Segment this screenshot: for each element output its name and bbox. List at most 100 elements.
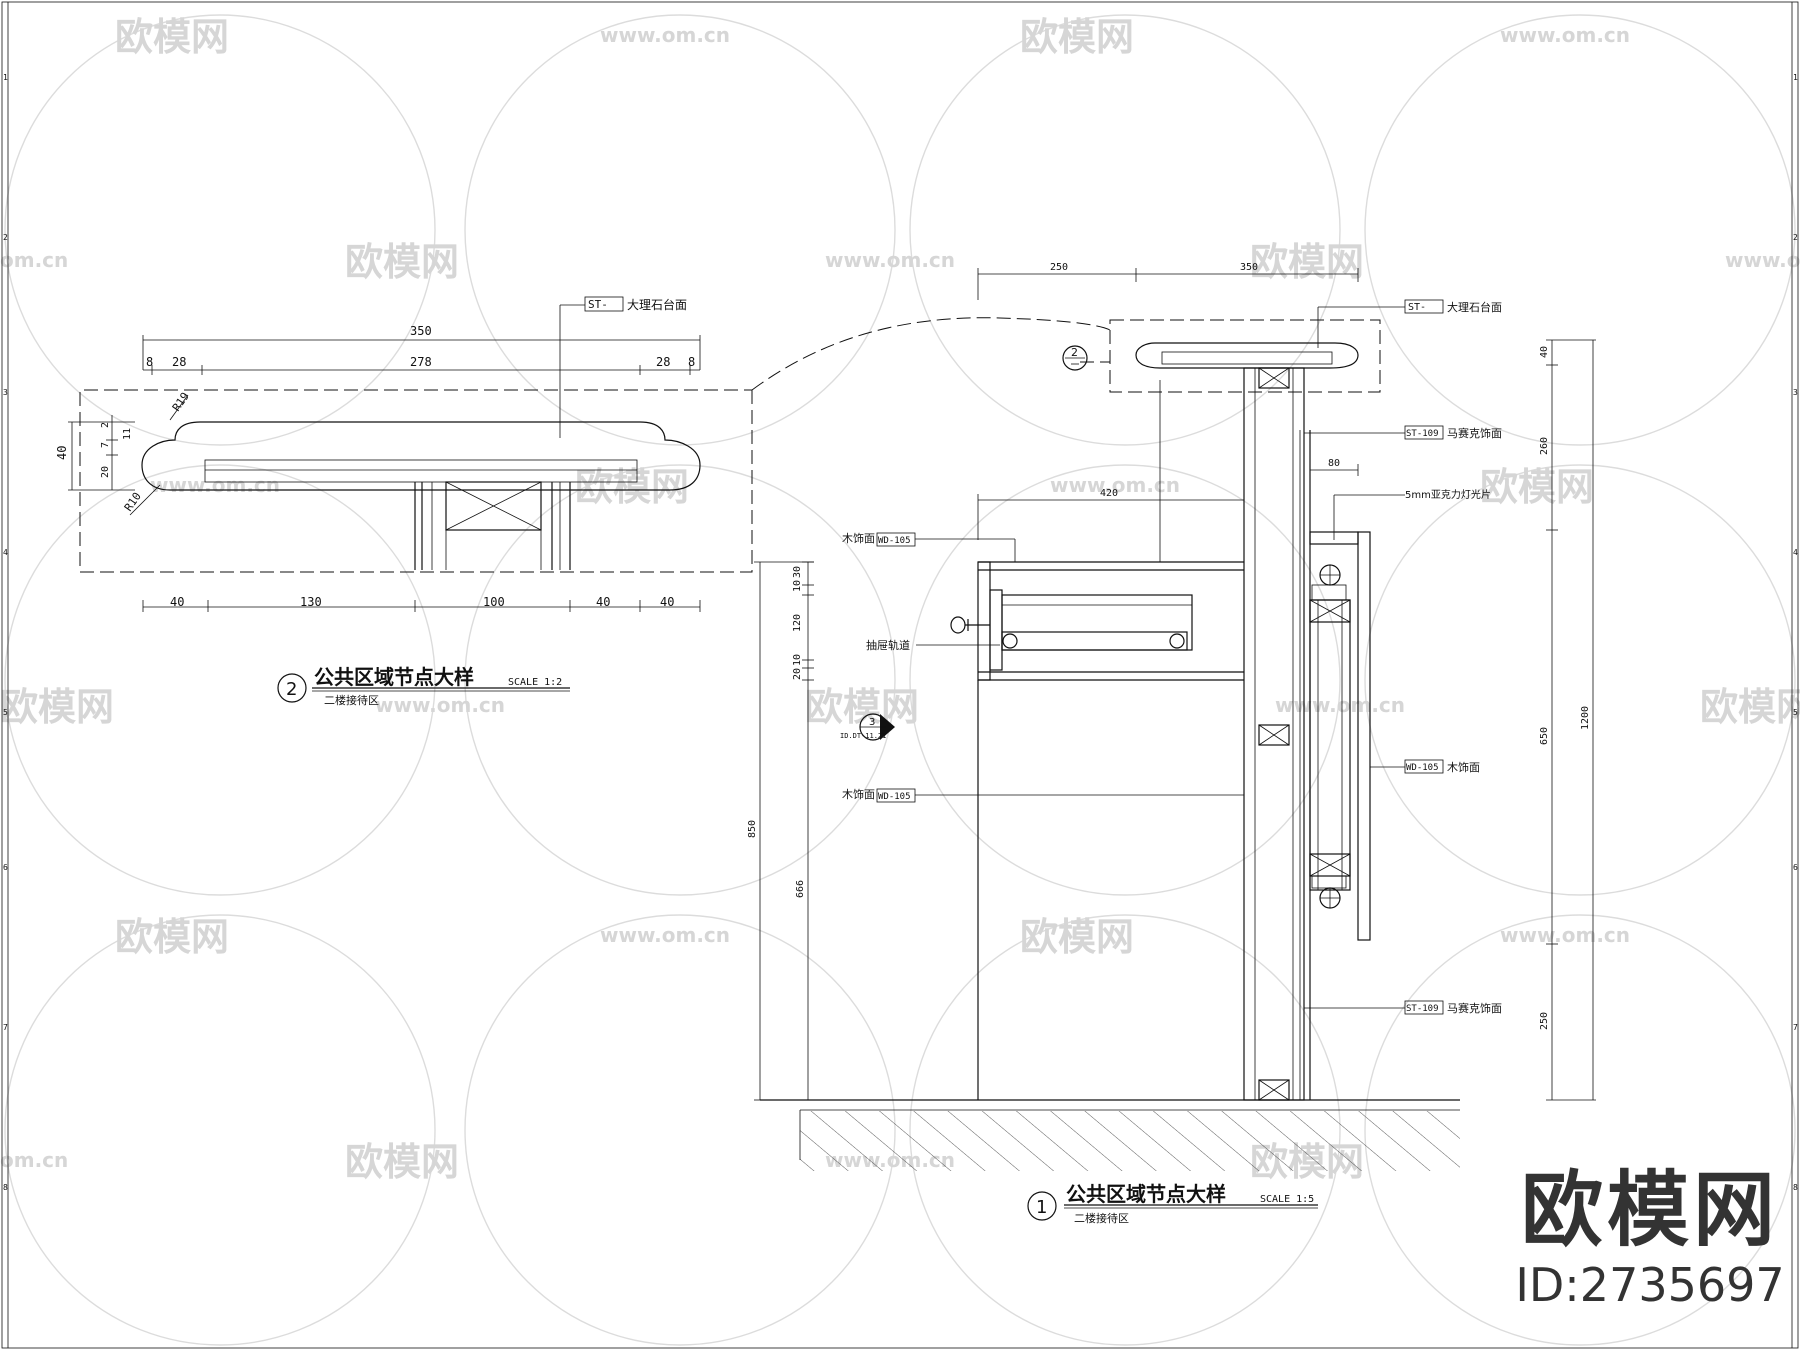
tag-code: ST- bbox=[1408, 302, 1426, 313]
dim-bottom: 40 bbox=[660, 595, 674, 609]
watermark-url: www.om.cn bbox=[600, 23, 730, 47]
watermark-url: om.cn bbox=[0, 1148, 68, 1172]
callout-ref: 2 bbox=[1071, 346, 1078, 359]
border-tick: 5 bbox=[1793, 708, 1798, 717]
border-tick: 6 bbox=[3, 863, 8, 872]
watermark-logo: 欧模网 bbox=[805, 685, 919, 729]
border-tick: 4 bbox=[3, 548, 8, 557]
detail-scale: SCALE 1:5 bbox=[1260, 1194, 1314, 1205]
detail-2-drawing: 350 8 28 278 28 8 40 130 100 40 40 40 11… bbox=[55, 296, 1111, 707]
brand-name: 欧模网 bbox=[1520, 1163, 1779, 1258]
dim-top: 28 bbox=[656, 355, 670, 369]
watermark-url: www.om.cn bbox=[1050, 473, 1180, 497]
watermark-url: www.om.cn bbox=[1725, 248, 1800, 272]
border-tick: 8 bbox=[1793, 1183, 1798, 1192]
detail-1-drawing: 2 bbox=[747, 262, 1596, 1225]
watermark-url: www.om.cn bbox=[600, 923, 730, 947]
dim-overall: 350 bbox=[410, 324, 432, 338]
detail-title: 公共区域节点大样 bbox=[1066, 1182, 1226, 1206]
watermark-url: www.om.cn bbox=[375, 693, 505, 717]
dim-depth: 420 bbox=[1100, 488, 1118, 499]
dim-left: 10 bbox=[792, 580, 803, 592]
dim-bottom: 40 bbox=[596, 595, 610, 609]
border-tick: 3 bbox=[3, 388, 8, 397]
border-tick: 1 bbox=[3, 73, 8, 82]
border-tick: 2 bbox=[1793, 233, 1798, 242]
dim-left-part: 11 bbox=[122, 428, 133, 440]
dim-left: 20 bbox=[792, 668, 803, 680]
border-tick: 6 bbox=[1793, 863, 1798, 872]
dim-left: 10 bbox=[792, 654, 803, 666]
detail-number: 2 bbox=[286, 679, 297, 700]
watermark-logo: 欧模网 bbox=[115, 915, 229, 959]
watermark-url: www.om.cn bbox=[150, 473, 280, 497]
watermark-logo: 欧模网 bbox=[0, 685, 114, 729]
dim-height-total: 850 bbox=[747, 820, 758, 838]
brand-logo: 欧模网 ID:2735697 bbox=[1510, 1165, 1790, 1313]
tag-label: 马赛克饰面 bbox=[1447, 1001, 1502, 1015]
dim-top: 8 bbox=[688, 355, 695, 369]
tag-code: ST-109 bbox=[1406, 1004, 1439, 1014]
dim-top: 350 bbox=[1240, 262, 1258, 273]
tag-code: WD-105 bbox=[878, 792, 911, 802]
watermark-logo: 欧模网 bbox=[345, 240, 459, 284]
dim-right-total: 1200 bbox=[1580, 706, 1591, 730]
watermark-logo: 欧模网 bbox=[1480, 465, 1594, 509]
dim-right: 260 bbox=[1539, 437, 1550, 455]
detail-scale: SCALE 1:2 bbox=[508, 677, 562, 688]
watermark-url: www.om.cn bbox=[1275, 693, 1405, 717]
watermark-url: www.om.cn bbox=[1500, 923, 1630, 947]
watermark-logo: 欧模网 bbox=[1020, 15, 1134, 59]
dim-top: 278 bbox=[410, 355, 432, 369]
border-tick: 3 bbox=[1793, 388, 1798, 397]
dim-bottom: 130 bbox=[300, 595, 322, 609]
dim-top: 250 bbox=[1050, 262, 1068, 273]
dim-left-part: 20 bbox=[100, 466, 111, 478]
dim-right: 40 bbox=[1539, 346, 1550, 358]
tag-label: 木饰面 bbox=[1447, 760, 1480, 774]
dim-radius: R19 bbox=[170, 390, 192, 414]
border-tick: 8 bbox=[3, 1183, 8, 1192]
dim-left: 120 bbox=[792, 614, 803, 632]
dim-radius: R10 bbox=[122, 490, 144, 514]
dim-top: 28 bbox=[172, 355, 186, 369]
section-ref: 3 bbox=[869, 717, 875, 728]
detail-number: 1 bbox=[1036, 1197, 1047, 1218]
tag-label: 大理石台面 bbox=[1447, 300, 1502, 314]
tag-code: WD-105 bbox=[1406, 763, 1439, 773]
tag-label: 大理石台面 bbox=[627, 297, 687, 312]
border-tick: 4 bbox=[1793, 548, 1798, 557]
watermark-logo: 欧模网 bbox=[575, 465, 689, 509]
dim-left-part: 7 bbox=[100, 442, 111, 448]
border-tick: 1 bbox=[1793, 73, 1798, 82]
section-sheet: ID.DT-11.21 bbox=[840, 732, 886, 740]
detail-subtitle: 二楼接待区 bbox=[324, 693, 379, 707]
dim-right: 650 bbox=[1539, 727, 1550, 745]
border-tick: 2 bbox=[3, 233, 8, 242]
dim-left-part: 2 bbox=[100, 422, 111, 428]
dim-bottom: 40 bbox=[170, 595, 184, 609]
dim-left-total: 40 bbox=[55, 446, 69, 460]
tag-label: 5mm亚克力灯光片 bbox=[1405, 488, 1491, 501]
watermark-url: om.cn bbox=[0, 248, 68, 272]
tag-code: WD-105 bbox=[878, 536, 911, 546]
watermark-logo: 欧模网 bbox=[1250, 240, 1364, 284]
detail-subtitle: 二楼接待区 bbox=[1074, 1211, 1129, 1225]
watermark-logo: 欧模网 bbox=[1020, 915, 1134, 959]
border-tick: 7 bbox=[1793, 1023, 1798, 1032]
dim-height-lower: 666 bbox=[795, 880, 806, 898]
border-tick: 7 bbox=[3, 1023, 8, 1032]
watermark-logo: 欧模网 bbox=[345, 1140, 459, 1184]
watermark-url: www.om.cn bbox=[1500, 23, 1630, 47]
tag-label: 抽屉轨道 bbox=[866, 638, 910, 652]
dim-left: 30 bbox=[792, 566, 803, 578]
brand-id: ID:2735697 bbox=[1515, 1258, 1785, 1312]
dim-top: 8 bbox=[146, 355, 153, 369]
detail-title: 公共区域节点大样 bbox=[314, 665, 474, 689]
tag-code: ST-109 bbox=[1406, 429, 1439, 439]
watermark-logo: 欧模网 bbox=[1700, 685, 1800, 729]
tag-code: ST- bbox=[588, 298, 608, 311]
